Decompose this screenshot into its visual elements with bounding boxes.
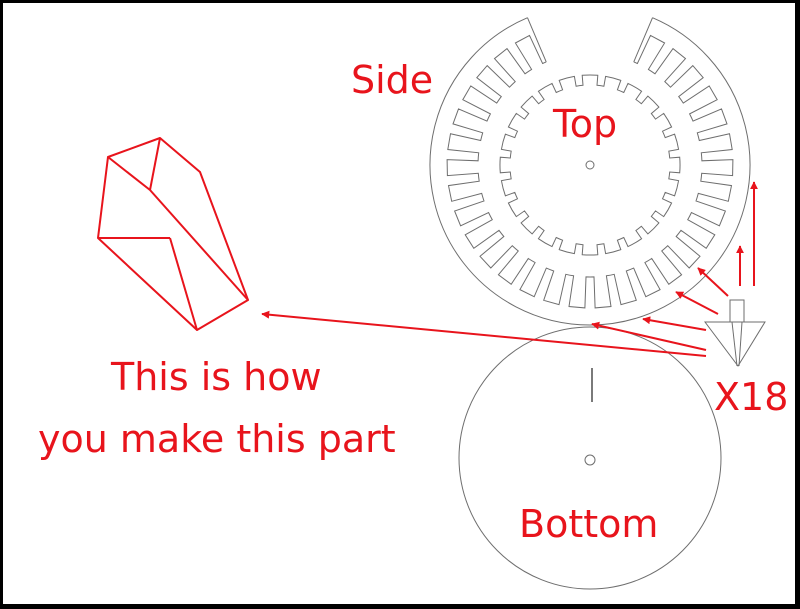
arrow-to-slot-2: [642, 316, 707, 331]
top-label: Top: [553, 102, 618, 146]
annotation-arrows: [261, 181, 758, 357]
count-label: X18: [714, 375, 789, 419]
arrow-to-part: [261, 310, 707, 357]
arrow-to-slot-3: [675, 291, 719, 315]
side-ring-end-cap: [633, 17, 653, 63]
caption-line-2: you make this part: [38, 417, 396, 461]
wedge-part-3d: [97, 137, 249, 331]
side-label: Side: [351, 58, 434, 102]
side-ring-slots: [446, 34, 734, 309]
bottom-label: Bottom: [519, 502, 659, 546]
slot-piece: [704, 299, 766, 367]
bottom-disc: [458, 326, 722, 590]
caption-line-1: This is how: [111, 355, 322, 399]
bottom-center-hole: [584, 454, 596, 466]
top-center-hole: [585, 160, 595, 170]
arrow-to-slot-4: [697, 267, 729, 297]
top-gear: [499, 74, 681, 256]
side-ring-end-cap: [527, 17, 547, 63]
arrow-to-slot-1: [591, 321, 707, 351]
side-ring: [429, 17, 751, 326]
side-ring-outer-edge: [429, 17, 751, 326]
